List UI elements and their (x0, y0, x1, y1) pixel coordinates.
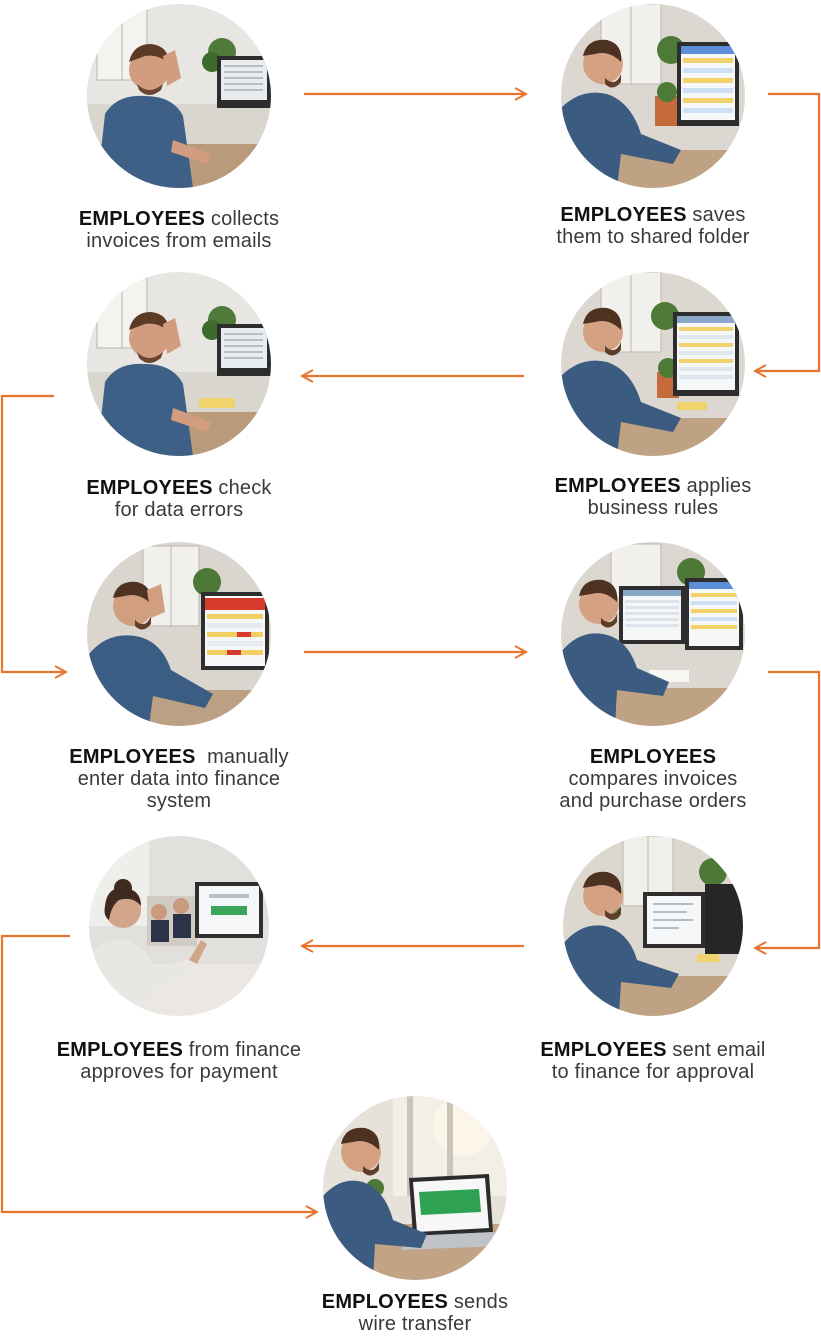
caption-line-3: system (146, 790, 212, 812)
employees-label: EMPLOYEES (589, 746, 717, 768)
step-caption: EMPLOYEES applies business rules (514, 475, 792, 519)
step-caption: EMPLOYEES saves them to shared folder (514, 204, 792, 248)
step-caption: EMPLOYEES compares invoices and purchase… (514, 746, 792, 812)
man-spreadsheet-photo (561, 4, 745, 188)
step-caption: EMPLOYEES collects invoices from emails (40, 208, 318, 252)
employees-label: EMPLOYEES (86, 477, 213, 499)
caption-line-1: from finance (183, 1039, 302, 1061)
man-two-monitors-photo (561, 542, 745, 726)
caption-line-2: business rules (587, 497, 719, 519)
man-spreadsheet-photo (561, 272, 745, 456)
step-caption: EMPLOYEES sent email to finance for appr… (514, 1039, 792, 1083)
caption-line-1: collects (205, 208, 280, 230)
caption-line-2: enter data into finance (77, 768, 281, 790)
man-laptop-transfer-photo (323, 1096, 507, 1280)
caption-line-1: sent email (666, 1039, 766, 1061)
caption-line-1: check (212, 477, 272, 499)
man-email-monitor-photo (563, 836, 743, 1016)
step-caption: EMPLOYEES check for data errors (40, 477, 318, 521)
caption-line-1: sends (448, 1291, 509, 1313)
step-caption: EMPLOYEES from finance approves for paym… (40, 1039, 318, 1083)
arrow-step3-to-step5 (0, 394, 66, 672)
caption-line-1: saves (686, 204, 746, 226)
woman-approval-screen-photo (89, 836, 269, 1016)
step-caption: EMPLOYEES sends wire transfer (276, 1291, 554, 1335)
caption-line-2: invoices from emails (86, 230, 272, 252)
man-stressed-monitor-photo (87, 4, 271, 188)
employees-label: EMPLOYEES (540, 1039, 667, 1061)
caption-line-1: applies (680, 475, 752, 497)
employees-label: EMPLOYEES (560, 204, 687, 226)
caption-line-2: for data errors (114, 499, 244, 521)
caption-line-3: and purchase orders (559, 790, 747, 812)
employees-label: EMPLOYEES (56, 1039, 184, 1061)
caption-line-2: compares invoices (568, 768, 738, 790)
employees-label: EMPLOYEES (78, 208, 206, 230)
man-error-spreadsheet-photo (87, 542, 271, 726)
caption-line-2: to finance for approval (551, 1061, 755, 1083)
caption-line-2: them to shared folder (556, 226, 750, 248)
employees-label: EMPLOYEES (321, 1291, 449, 1313)
employees-label: EMPLOYEES (554, 475, 681, 497)
caption-line-2: wire transfer (358, 1313, 472, 1335)
caption-line-2: approves for payment (80, 1061, 278, 1083)
employees-label: EMPLOYEES (69, 746, 196, 768)
caption-line-1: manually (195, 746, 289, 768)
man-stressed-monitor-photo (87, 272, 271, 456)
step-caption: EMPLOYEES manually enter data into finan… (40, 746, 318, 812)
